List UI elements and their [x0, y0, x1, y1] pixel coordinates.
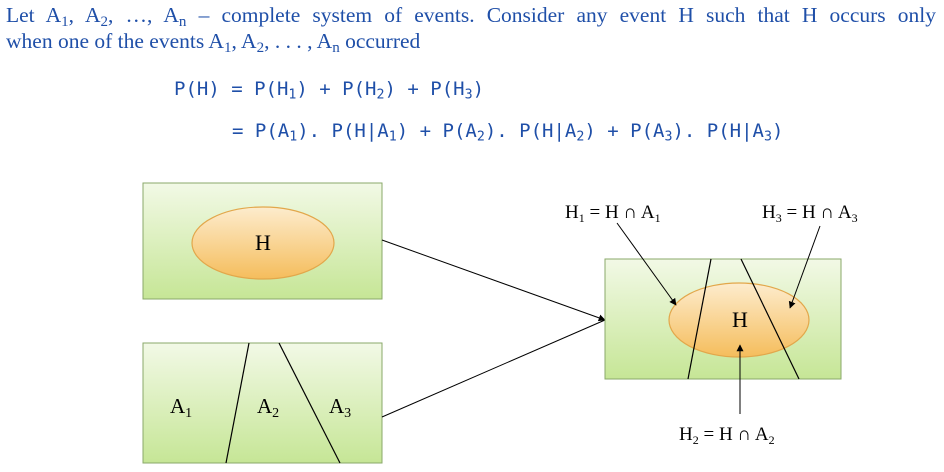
result-divider-2 — [740, 258, 800, 380]
result-h-ellipse — [668, 282, 810, 358]
h3-label: H3 = H ∩ A3 — [762, 202, 858, 225]
intro-line-2: when one of the events A1, A2, . . . , A… — [6, 29, 421, 56]
event-h-label: H — [255, 230, 271, 255]
result-divider-1 — [687, 258, 712, 380]
h3-pointer-arrow — [788, 225, 821, 309]
result-box: H — [604, 258, 842, 380]
intro-paragraph: Let A1, A2, …, An – complete system of e… — [6, 2, 937, 56]
partition-divider-2 — [278, 342, 341, 464]
line-from-partition-box — [381, 319, 606, 418]
partition-box: A1 A2 A3 — [142, 342, 383, 464]
event-h-box: H — [142, 182, 383, 300]
partition-box-rect — [142, 342, 383, 464]
h1-pointer-arrow — [616, 222, 677, 306]
h1-label: H1 = H ∩ A1 — [565, 202, 661, 225]
intro-line-1: Let A1, A2, …, An – complete system of e… — [6, 3, 937, 30]
formula-line-1: P(H) = P(H1) + P(H2) + P(H3) — [174, 78, 485, 103]
formula-line-2: = P(A1). P(H|A1) + P(A2). P(H|A2) + P(A3… — [232, 120, 784, 145]
event-h-ellipse — [191, 206, 335, 280]
h2-label: H2 = H ∩ A2 — [679, 424, 775, 447]
arrow-from-h-box — [381, 239, 606, 322]
partition-divider-1 — [225, 342, 250, 464]
result-h-label: H — [732, 307, 748, 332]
